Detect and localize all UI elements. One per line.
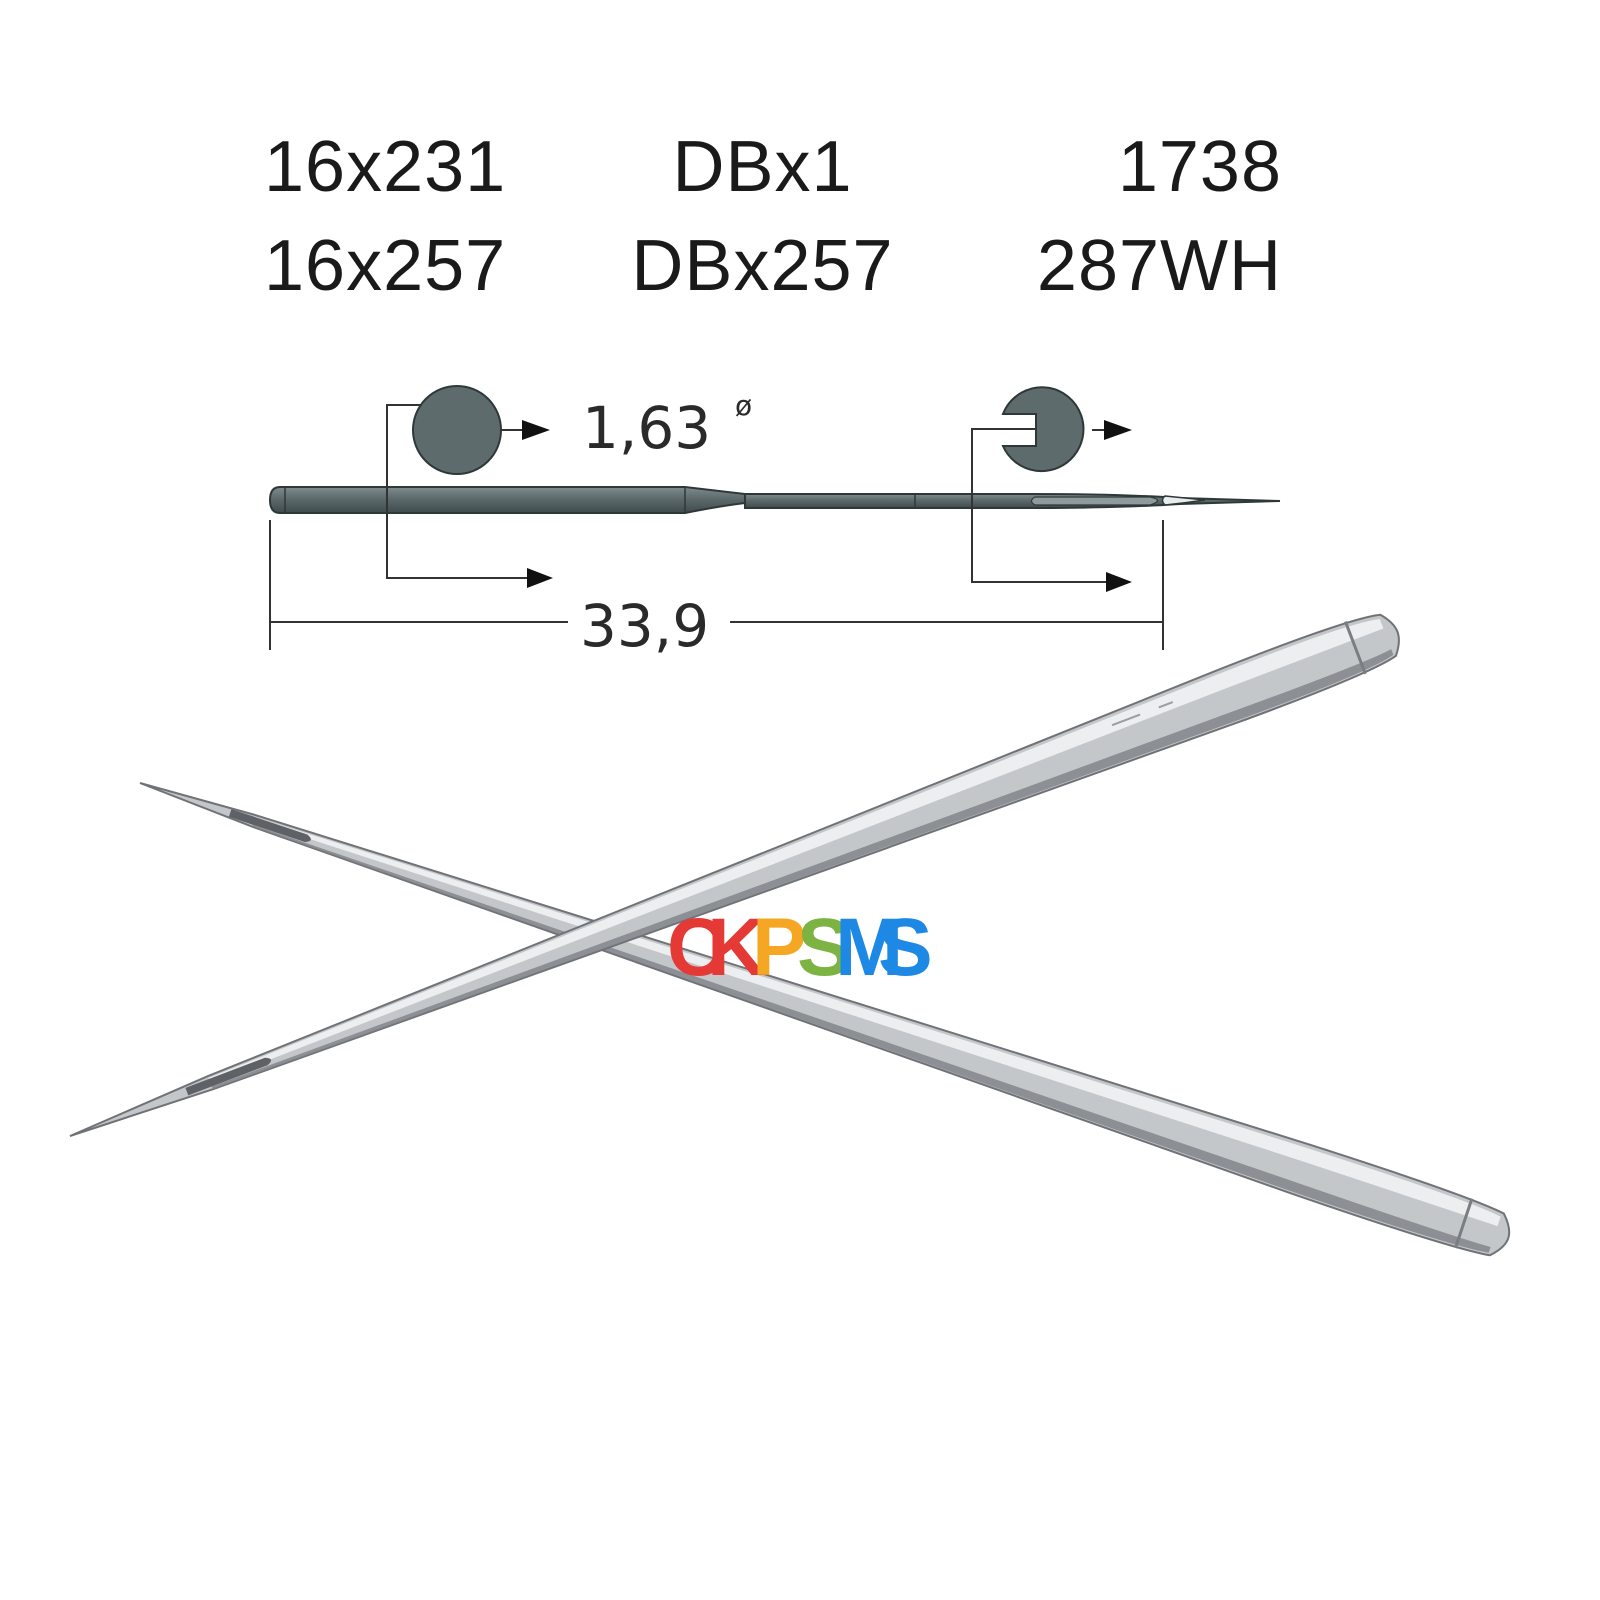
svg-text:P: P <box>752 902 807 993</box>
code-287wh: 287WH <box>1036 226 1282 306</box>
needle-photo-2 <box>69 613 1400 1137</box>
arrow-right-icon <box>1104 420 1132 440</box>
svg-text:C: C <box>667 902 726 993</box>
needle-system-codes: 16x231 DBx1 1738 16x257 DBx257 287WH <box>0 0 1600 320</box>
code-dbx257: DBx257 <box>631 226 894 306</box>
code-1738: 1738 <box>1117 127 1282 207</box>
code-dbx1: DBx1 <box>672 127 853 207</box>
round-shank-section: 1,63 ø <box>386 385 752 588</box>
svg-text:K: K <box>707 902 766 993</box>
code-16x231: 16x231 <box>264 127 507 207</box>
svg-text:S: S <box>878 902 933 993</box>
length-dimension: 33,9 <box>269 520 1164 660</box>
code-16x257: 16x257 <box>264 226 507 306</box>
diameter-value: 1,63 <box>582 394 711 462</box>
ckpsms-watermark: C K P S M S <box>667 902 933 993</box>
needle-photo-1 <box>139 782 1511 1257</box>
diameter-symbol: ø <box>735 389 752 422</box>
length-value: 33,9 <box>580 592 709 660</box>
flat-shank-section <box>971 386 1132 592</box>
arrow-right-icon <box>522 420 550 440</box>
needle-diagram: 1,63 ø 33,9 <box>268 385 1281 660</box>
svg-text:M: M <box>835 902 903 993</box>
svg-text:S: S <box>797 902 852 993</box>
diagram-needle <box>268 486 1281 514</box>
